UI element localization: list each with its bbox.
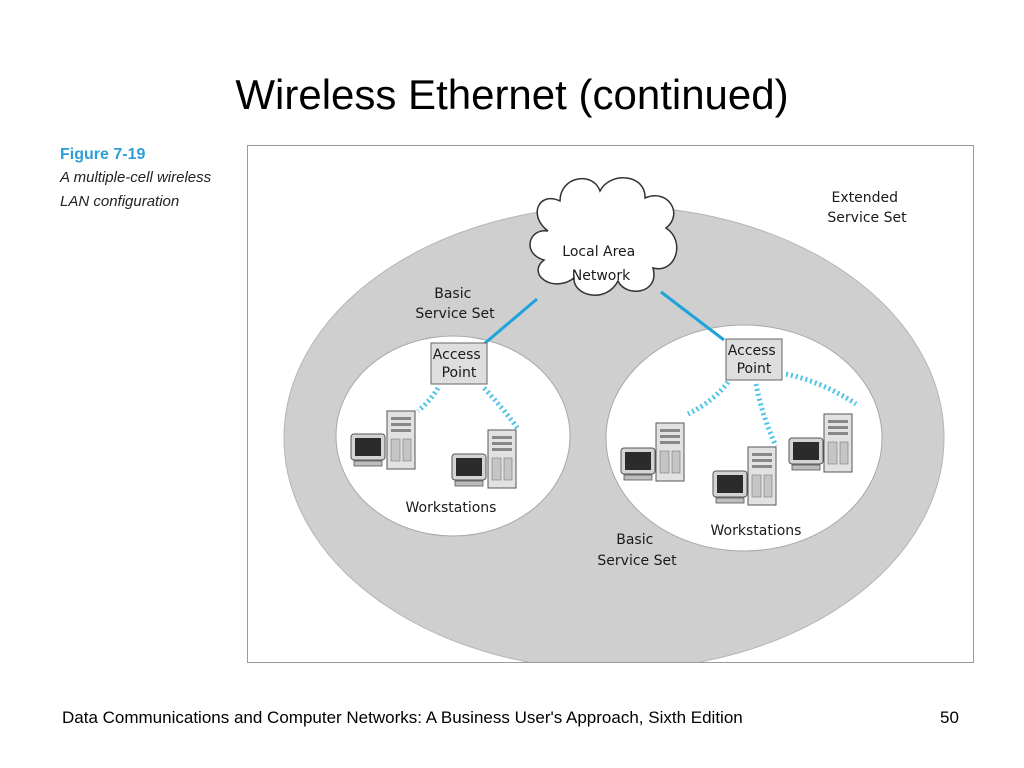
figure-caption-line1: A multiple-cell wireless xyxy=(60,169,212,186)
access-point-right-label-line2: Point xyxy=(737,361,772,377)
local-area-network-cloud xyxy=(529,177,678,296)
basic-service-set-left-label-line2: Service Set xyxy=(415,306,495,322)
workstations-left-label: Workstations xyxy=(406,500,497,516)
page-number: 50 xyxy=(940,708,959,727)
lan-link-right xyxy=(660,290,725,342)
access-point-left-label-line1: Access xyxy=(433,347,481,363)
footer-text: Data Communications and Computer Network… xyxy=(62,708,743,727)
wireless-signal-left-1 xyxy=(416,386,441,413)
basic-service-set-right-label-line2: Service Set xyxy=(597,553,677,569)
svg-text:Basic Service Set: Basic Service Set xyxy=(597,532,677,569)
extended-service-set-label-line2: Service Set xyxy=(827,210,907,226)
svg-text:Local Area Network: Local Area Network xyxy=(562,244,639,284)
svg-text:Extended Service Set: Extended Service Set xyxy=(827,190,907,226)
wireless-signal-right-2 xyxy=(753,383,779,448)
figure-frame: Local Area Network Extended Service Set … xyxy=(247,145,974,663)
lan-label-line1: Local Area xyxy=(562,244,635,260)
basic-service-set-right-area xyxy=(605,324,883,552)
wireless-lan-diagram: Local Area Network Extended Service Set … xyxy=(283,177,945,662)
basic-service-set-left-label-line1: Basic xyxy=(434,286,471,302)
svg-text:Basic Service Set: Basic Service Set xyxy=(415,286,495,322)
figure-number: Figure 7-19 xyxy=(60,146,146,163)
svg-text:Access Point: Access Point xyxy=(433,347,485,381)
access-point-right-label-line1: Access xyxy=(728,343,776,359)
access-point-left-label-line2: Point xyxy=(442,365,477,381)
slide-title: Wireless Ethernet (continued) xyxy=(235,71,789,118)
basic-service-set-right-label-line1: Basic xyxy=(616,532,653,548)
lan-label-line2: Network xyxy=(572,268,631,284)
svg-text:Access Point: Access Point xyxy=(728,343,780,377)
figure-caption-line2: LAN configuration xyxy=(60,193,180,210)
figure-caption: Figure 7-19 A multiple-cell wireless LAN… xyxy=(60,144,240,214)
lan-link-left xyxy=(483,297,538,346)
extended-service-set-label-line1: Extended xyxy=(832,190,899,206)
access-point-right: Access Point xyxy=(725,338,783,381)
workstations-right-label: Workstations xyxy=(711,523,802,539)
access-point-left: Access Point xyxy=(430,342,488,385)
